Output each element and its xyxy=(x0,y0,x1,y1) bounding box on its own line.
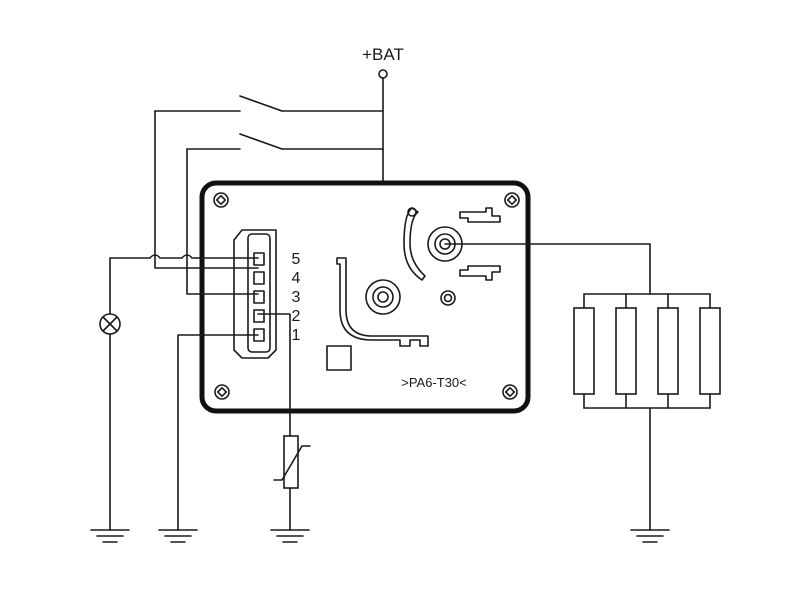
pin-label: 4 xyxy=(292,270,301,287)
pin-label: 5 xyxy=(292,251,301,268)
mounting-screw-icon xyxy=(213,192,229,208)
switch-icon xyxy=(154,95,384,257)
pin1-wire xyxy=(177,334,259,531)
supply-label: +BAT xyxy=(362,45,404,64)
ground-symbol-icon xyxy=(158,529,198,543)
ground-symbol-icon xyxy=(270,529,310,543)
indicator-lamp-icon xyxy=(99,313,121,335)
pin3-wire xyxy=(186,255,259,295)
thermistor-icon xyxy=(273,435,311,489)
output-wire xyxy=(444,243,651,295)
switch-icon xyxy=(186,133,384,257)
pin5-wire xyxy=(109,254,259,259)
mounting-screw-icon xyxy=(214,384,230,400)
pin-label: 3 xyxy=(292,289,301,306)
ground-symbol-icon xyxy=(90,529,130,543)
pin2-wire xyxy=(257,313,291,437)
relay-contact-icon xyxy=(336,257,429,347)
supply-terminal xyxy=(378,69,388,79)
relay-contact-icon xyxy=(403,207,501,306)
pin-label: 1 xyxy=(292,327,301,344)
control-module-housing xyxy=(199,180,531,414)
pin4-wire xyxy=(154,255,259,269)
pin-label: 2 xyxy=(292,308,301,325)
mounting-screw-icon xyxy=(502,384,518,400)
mounting-screw-icon xyxy=(504,192,520,208)
ground-symbol-icon xyxy=(630,529,670,543)
glow-plug-icon xyxy=(573,293,721,409)
test-pad xyxy=(326,345,352,371)
module-marking: >PA6-T30< xyxy=(401,375,467,390)
